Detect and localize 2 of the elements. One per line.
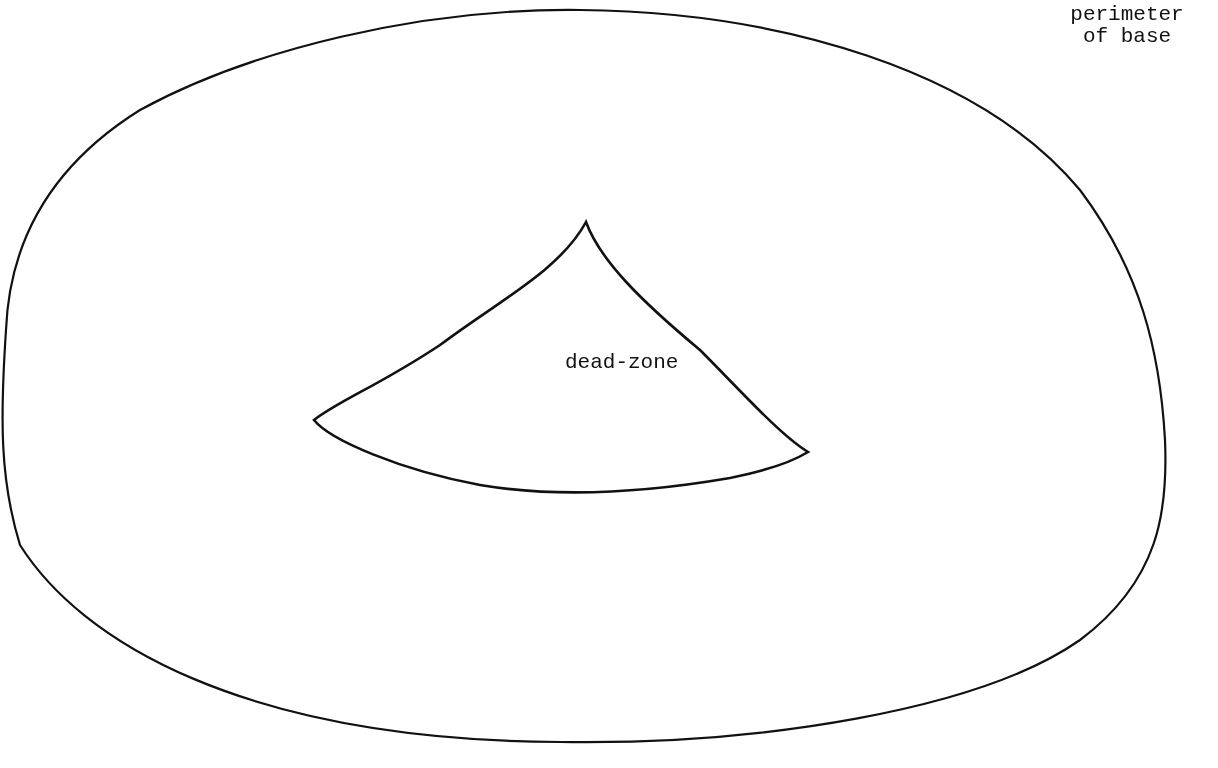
zone-label: dead-zone xyxy=(565,352,680,375)
perimeter-label: perimeter of base xyxy=(1069,4,1185,49)
